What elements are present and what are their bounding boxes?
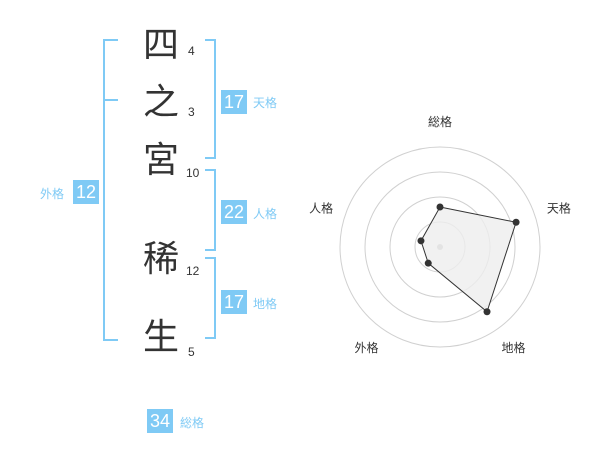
soukaku-label: 総格 xyxy=(180,416,205,430)
name-char-5: 生 xyxy=(142,317,179,358)
radar-point-1 xyxy=(436,203,444,211)
stroke-count-4: 12 xyxy=(186,264,200,278)
stroke-count-2: 3 xyxy=(188,105,195,119)
soukaku-value: 34 xyxy=(147,409,173,433)
jinkaku-label: 人格 xyxy=(253,207,278,221)
radar-axis-label-1: 総格 xyxy=(428,114,452,129)
name-char-3: 宮 xyxy=(142,140,179,181)
stroke-count-1: 4 xyxy=(188,44,195,58)
radar-ring xyxy=(339,146,541,348)
gaikaku-label: 外格 xyxy=(40,187,65,201)
tenkaku-label: 天格 xyxy=(253,96,278,110)
radar-axis-label-3: 地格 xyxy=(501,340,525,355)
stroke-count-5: 5 xyxy=(188,345,195,359)
radar-point-5 xyxy=(417,237,425,245)
gaikaku-value: 12 xyxy=(73,180,99,204)
radar-point-4 xyxy=(424,259,432,267)
radar-point-3 xyxy=(483,308,491,316)
radar-polygon xyxy=(420,206,517,313)
tenkaku-value: 17 xyxy=(221,90,247,114)
stroke-count-3: 10 xyxy=(186,166,200,180)
radar-ring xyxy=(364,171,516,323)
name-char-4: 稀 xyxy=(142,239,179,280)
radar-point-2 xyxy=(512,218,520,226)
radar-axis-label-5: 人格 xyxy=(309,200,333,215)
radar-axis-label-2: 天格 xyxy=(547,200,571,215)
jinkaku-value: 22 xyxy=(221,200,247,224)
name-char-2: 之 xyxy=(142,82,179,123)
name-char-1: 四 xyxy=(142,25,179,66)
chikaku-value: 17 xyxy=(221,290,247,314)
radar-axis-label-4: 外格 xyxy=(355,340,379,355)
chikaku-label: 地格 xyxy=(253,297,278,311)
